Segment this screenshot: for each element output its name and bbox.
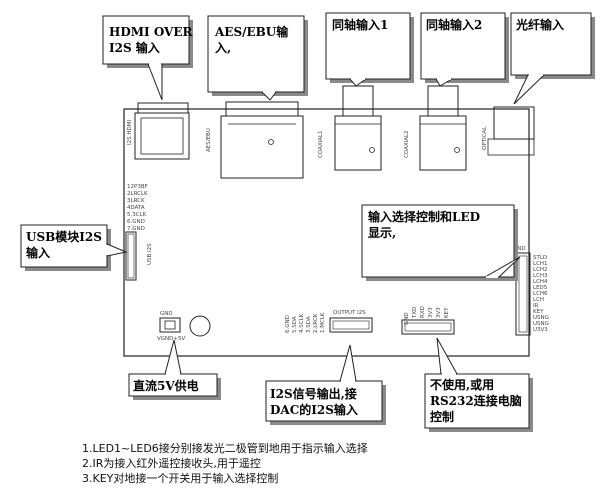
- right-pin-1: STLD: [533, 255, 547, 261]
- coaxial2-connector: COAXIAL2: [404, 85, 467, 171]
- callout-aes-line1: AES/EBU输: [214, 24, 289, 39]
- callout-coax1-text: 同轴输入1: [332, 17, 388, 32]
- right-pin-10: KEY: [533, 309, 544, 315]
- callout-hdmi-line1: HDMI OVER: [109, 25, 194, 39]
- callout-aes: AES/EBU输 入,: [207, 15, 308, 101]
- callout-coax2-text: 同轴输入2: [426, 17, 482, 32]
- usb-pin-7: 7.GND: [127, 226, 145, 232]
- uart-pin-4: 3V3: [428, 307, 434, 318]
- right-pin-5: LCH4: [533, 279, 548, 285]
- uart-pin-3: RXD: [420, 306, 426, 318]
- callout-optical: 光纤输入: [510, 12, 595, 105]
- usb-pin-4: 4DATA: [127, 205, 145, 211]
- callout-i2s-out-line1: I2S信号输出,接: [270, 386, 357, 401]
- callout-hdmi-line2: I2S 输入: [109, 40, 160, 55]
- callout-hdmi: HDMI OVER I2S 输入: [102, 15, 194, 101]
- callout-rs232: 不使用,或用 RS232连接电脑 控制: [424, 337, 533, 432]
- right-pin-4: LCH3: [533, 273, 548, 279]
- out-pin-2: 5.SDA: [292, 316, 298, 333]
- coax1-board-label: COAXIAL1: [318, 130, 324, 158]
- hdmi-connector: I2S HDMI: [127, 102, 190, 160]
- out-pin-3: 4.SCLK: [299, 313, 305, 333]
- usb-pin-2: 2LRCLK: [127, 191, 148, 197]
- callout-coax2: 同轴输入2: [420, 12, 509, 87]
- pcb-board-outline: [123, 108, 530, 357]
- dc-gnd-label: GND: [160, 311, 173, 317]
- usb-board-label: USB I2S: [147, 243, 153, 265]
- usb-i2s-header: 12P3BF 2LRCLK 3LRCK 4DATA 5.3CLK 6.GND 7…: [125, 184, 153, 281]
- uart-header: GND TXD RXD 3V3 3V3 KEY: [401, 306, 455, 335]
- callout-dc: 直流5V供电: [128, 339, 221, 400]
- output-board-label: OUTPUT I2S: [333, 310, 366, 316]
- right-header-gnd: GND: [513, 246, 526, 252]
- out-pin-6: 1.MCLK: [320, 312, 326, 333]
- coax2-board-label: COAXIAL2: [404, 130, 410, 158]
- optical-connector: OPTICAL: [482, 106, 535, 156]
- usb-pin-3: 3LRCK: [127, 198, 145, 204]
- dc-power-jack: GND VGND+5V: [157, 311, 211, 342]
- note-2: 2.IR为接入红外遥控接收头,用于遥控: [82, 457, 261, 470]
- aes-ebu-connector: AES/EBU: [206, 101, 304, 179]
- uart-pin-1: GND: [404, 312, 410, 325]
- out-pin-5: 2.LRCK: [313, 313, 319, 333]
- out-pin-1: 6.GND: [285, 315, 291, 333]
- right-pin-11: USNG: [533, 315, 549, 321]
- callout-i2s-out: I2S信号输出,接 DAC的I2S输入: [265, 344, 386, 425]
- usb-pin-6: 6.GND: [127, 219, 145, 225]
- right-pin-12: USNG: [533, 321, 549, 327]
- right-pin-13: U3V3: [533, 327, 548, 333]
- out-pin-4: 3.SDA: [306, 316, 312, 333]
- uart-pin-5: 3V3: [436, 307, 442, 318]
- callout-select-line2: 显示,: [368, 226, 396, 240]
- callout-aes-line2: 入,: [215, 41, 231, 55]
- callout-coax1: 同轴输入1: [325, 12, 414, 87]
- hdmi-board-label: I2S HDMI: [127, 120, 133, 145]
- callout-rs232-line3: 控制: [430, 409, 454, 424]
- usb-pin-5: 5.3CLK: [127, 212, 147, 218]
- uart-pin-2: TXD: [412, 307, 418, 319]
- right-pin-6: LED5: [533, 285, 548, 291]
- optical-board-label: OPTICAL: [482, 126, 488, 150]
- callout-usb: USB模块I2S 输入: [20, 224, 128, 271]
- callout-i2s-out-line2: DAC的I2S输入: [270, 402, 358, 417]
- notes-list: 1.LED1~LED6接分别接发光二极管到地用于指示输入选择 2.IR为接入红外…: [82, 441, 368, 486]
- right-pin-2: LCH1: [533, 261, 548, 267]
- callout-optical-text: 光纤输入: [515, 17, 564, 32]
- right-pin-7: LCH6: [533, 291, 548, 297]
- callout-select-line1: 输入选择控制和LED: [368, 209, 480, 224]
- uart-pin-6: KEY: [444, 307, 450, 318]
- note-1: 1.LED1~LED6接分别接发光二极管到地用于指示输入选择: [82, 442, 368, 455]
- dc-board-label: VGND+5V: [157, 336, 185, 342]
- callout-dc-text: 直流5V供电: [133, 378, 199, 393]
- coaxial1-connector: COAXIAL1: [318, 85, 382, 171]
- callout-usb-line2: 输入: [26, 245, 50, 260]
- note-3: 3.KEY对地接一个开关用于输入选择控制: [82, 472, 279, 485]
- right-pin-9: IR: [533, 303, 539, 309]
- right-pin-8: LCH: [533, 297, 544, 303]
- callout-rs232-line1: 不使用,或用: [430, 377, 494, 392]
- usb-pin-1: 12P3BF: [127, 184, 148, 190]
- callout-rs232-line2: RS232连接电脑: [430, 393, 522, 408]
- callout-usb-line1: USB模块I2S: [26, 229, 102, 244]
- right-pin-header: GND STLD LCH1 LCH2 LCH3 LCH4 LED5 LCH6 L…: [513, 246, 549, 336]
- callout-select: 输入选择控制和LED 显示,: [361, 204, 521, 281]
- aes-board-label: AES/EBU: [206, 128, 212, 152]
- right-pin-3: LCH2: [533, 267, 548, 273]
- output-i2s-header: 6.GND 5.SDA 4.SCLK 3.SDA 2.LRCK 1.MCLK O…: [285, 310, 373, 333]
